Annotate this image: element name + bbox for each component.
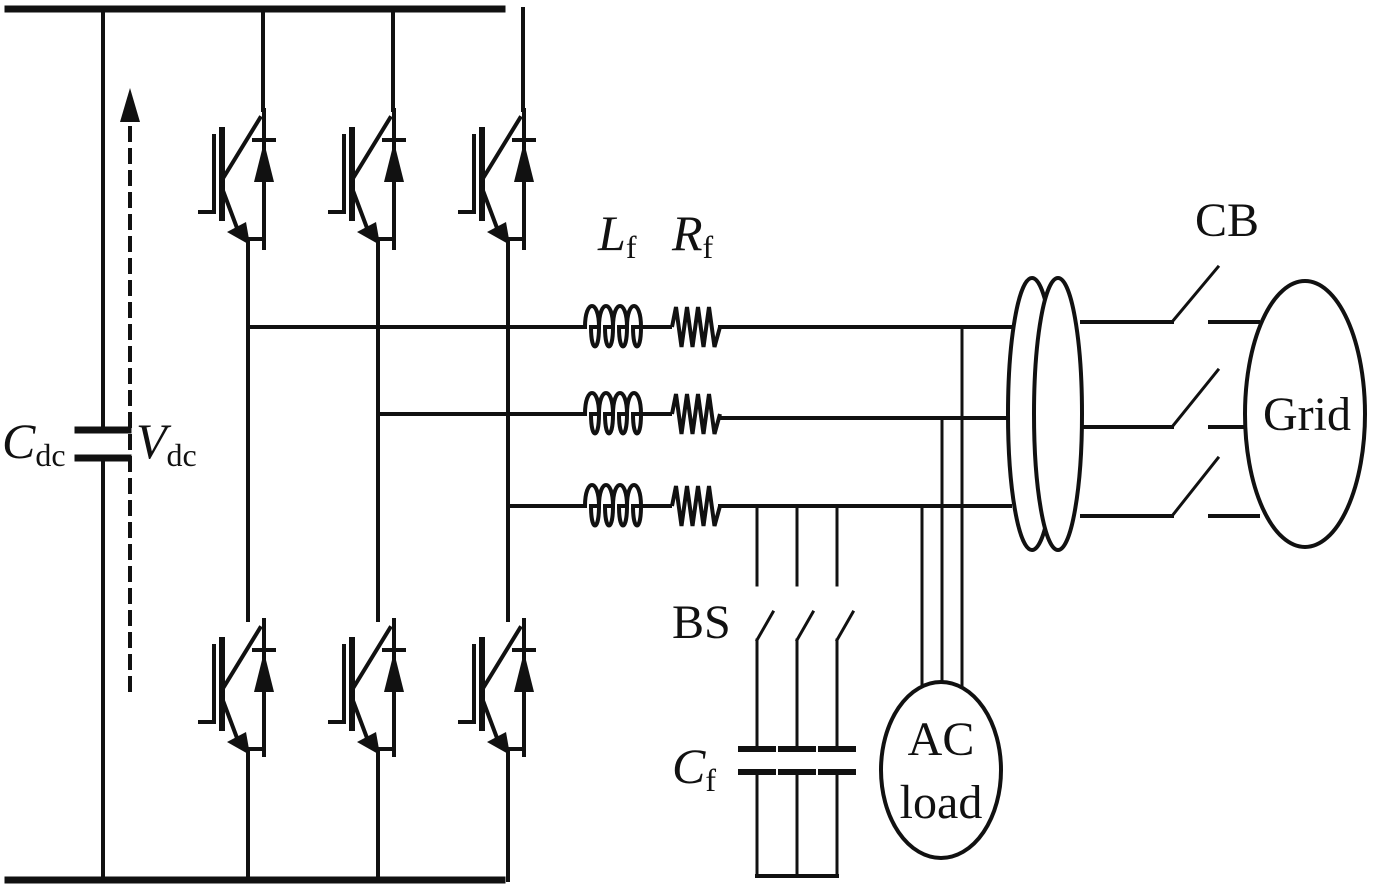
inverter-legs — [198, 7, 536, 882]
filter-resistor-label: Rf — [671, 205, 714, 265]
resistor-zigzag — [670, 306, 722, 348]
circuit-breaker-label: CB — [1195, 194, 1259, 247]
filter-capacitor-2 — [778, 504, 816, 878]
lc-filter — [578, 304, 722, 528]
filter-resistor-symbol: R — [671, 205, 703, 261]
grid-label: Grid — [1263, 388, 1351, 441]
transformer — [1006, 276, 1084, 552]
filter-capacitor-bank — [718, 504, 856, 878]
lower-igbt-2 — [328, 618, 406, 757]
lower-igbt-1 — [198, 618, 276, 757]
filter-inductor-symbol: L — [597, 205, 626, 261]
phase-lines — [246, 325, 582, 508]
inductor-coil — [578, 483, 672, 528]
ac-load-circle — [879, 680, 1003, 860]
dc-voltage-subscript: dc — [167, 437, 197, 473]
dc-voltage-arrow — [120, 88, 140, 692]
filter-phase-1 — [578, 304, 722, 349]
dc-voltage-symbol: V — [136, 413, 172, 469]
breaker-switch-label: BS — [672, 596, 731, 649]
upper-igbt-1 — [198, 108, 276, 250]
filter-capacitor-subscript: f — [705, 762, 716, 798]
filter-phase-3 — [578, 483, 722, 528]
filter-resistor-subscript: f — [703, 229, 714, 265]
inverter-leg-3 — [458, 7, 536, 882]
resistor-zigzag — [670, 485, 722, 527]
filter-capacitor-1 — [738, 504, 776, 878]
transformer-secondary-coil — [1032, 276, 1084, 552]
filter-inductor-label: Lf — [597, 205, 637, 265]
filter-phase-2 — [578, 391, 722, 436]
grid-circle — [1243, 279, 1367, 549]
filter-inductor-subscript: f — [626, 229, 637, 265]
dc-voltage-label: Vdc — [136, 413, 197, 473]
inductor-coil — [578, 391, 672, 436]
ac-load-label-line2: load — [900, 776, 983, 829]
output-lines — [718, 325, 1012, 508]
dc-bus — [4, 5, 506, 884]
inverter-leg-2 — [328, 7, 406, 882]
lower-igbt-3 — [458, 618, 536, 757]
ac-load: AC load — [879, 325, 1003, 860]
upper-igbt-2 — [328, 108, 406, 250]
circuit-breaker — [1080, 264, 1260, 519]
inverter-leg-1 — [198, 7, 276, 882]
upper-igbt-3 — [458, 108, 536, 250]
dc-capacitor-label: Cdc — [2, 413, 66, 473]
labels: Cdc Vdc Lf Rf Cf BS CB — [2, 194, 1259, 798]
dc-capacitor-subscript: dc — [35, 437, 65, 473]
filter-capacitor-label: Cf — [672, 738, 716, 798]
filter-capacitor-3 — [818, 504, 856, 878]
resistor-zigzag — [670, 393, 722, 435]
dc-capacitor-symbol: C — [2, 413, 36, 469]
grid-source: Grid — [1243, 279, 1367, 549]
dc-capacitor — [74, 7, 132, 882]
ac-load-label-line1: AC — [908, 713, 975, 766]
filter-capacitor-symbol: C — [672, 738, 706, 794]
inductor-coil — [578, 304, 672, 349]
